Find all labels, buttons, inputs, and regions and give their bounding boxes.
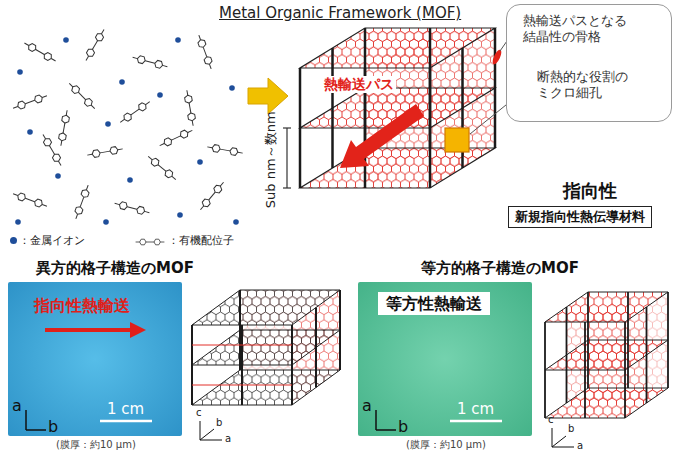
node-text: 新規指向性熱伝導材料 (515, 209, 645, 225)
legend-item: ：金属イオン (10, 234, 85, 247)
material-box: 新規指向性熱伝導材料 (508, 206, 652, 228)
axis-label: b (216, 417, 222, 429)
thickness-note: (膜厚：約10 μm) (406, 439, 486, 451)
axis-label: b (48, 417, 58, 436)
legend-item: ：有機配位子 (168, 234, 234, 247)
legend-text: ：金属イオン (19, 234, 85, 247)
section-heading: 異方的格子構造のMOF (36, 259, 194, 277)
legend-swatch (10, 237, 17, 244)
mof-lattice-isotropic (545, 292, 668, 447)
skeleton-marker (491, 48, 503, 65)
node-text: 断熱的な役割の ミクロ細孔 (537, 69, 637, 100)
label-box: 等方性熱輸送 (378, 292, 490, 315)
dimension-label: Sub nm～数nm (263, 111, 279, 208)
axis-label: a (362, 396, 372, 415)
section-heading: 等方的格子構造のMOF (421, 259, 579, 277)
node-text: 1 cm (107, 400, 144, 418)
thickness-note: (膜厚：約10 μm) (56, 439, 136, 451)
transform-arrow (248, 78, 288, 114)
isotropic-film: 1 cm 等方性熱輸送 (358, 282, 532, 436)
axis-label: b (568, 423, 574, 435)
node-text: 等方性熱輸送 (386, 294, 482, 313)
mof-lattice-main (300, 28, 503, 188)
node-text: 熱輸送パスとなる 結晶性の骨格 (523, 13, 635, 44)
axis-label: a (225, 433, 231, 445)
isotropic-film-photo (358, 282, 532, 436)
axis-label: c (196, 407, 202, 419)
anisotropic-film: 指向性熱輸送 1 cm (8, 282, 182, 436)
ligand-scatter (12, 28, 243, 220)
diagram-title: Metal Organic Framework (MOF) (219, 4, 461, 22)
legend-text: ：有機配位子 (168, 234, 234, 247)
mof-lattice-anisotropic (192, 290, 340, 440)
axis-label: c (548, 414, 554, 426)
axis-label: a (12, 396, 22, 415)
film-heat-arrow (45, 328, 132, 332)
scale-bar (100, 420, 152, 423)
node-text: 指向性熱輸送 (34, 296, 130, 315)
scale-bar (450, 420, 502, 423)
axis-label: a (577, 440, 583, 452)
dimension-bracket (283, 128, 291, 188)
axis-arrows (26, 410, 46, 430)
micropore-marker (445, 128, 469, 152)
callout-box: 熱輸送パスとなる 結晶性の骨格断熱的な役割の ミクロ細孔 (506, 4, 672, 122)
axis-arrows (376, 410, 396, 430)
node-text: 1 cm (457, 400, 494, 418)
heat-path-label: 熱輸送パス (322, 76, 396, 93)
metal-ion-dots (15, 37, 239, 225)
legend-ligand-sample (136, 239, 165, 245)
axis-label: b (398, 417, 408, 436)
heat-path-arrow (340, 104, 424, 168)
emphasis-label: 指向性 (563, 180, 617, 202)
anisotropic-film-photo (8, 282, 182, 436)
